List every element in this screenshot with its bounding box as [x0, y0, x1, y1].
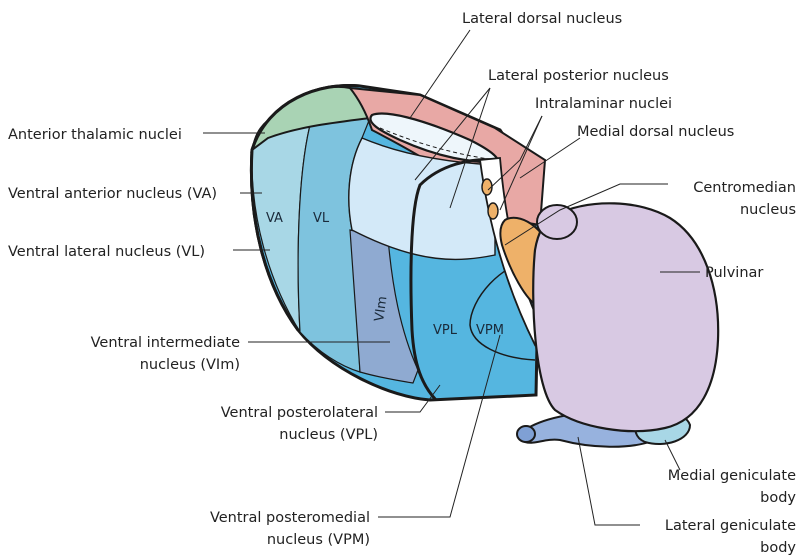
label-lateral-dorsal: Lateral dorsal nucleus — [462, 11, 622, 27]
label-vpl-1: Ventral posterolateral — [221, 405, 378, 421]
label-ventral-lateral: Ventral lateral nucleus (VL) — [8, 244, 205, 260]
intralaminar-oval-2 — [488, 203, 498, 219]
pulvinar-cap — [537, 205, 577, 239]
label-intralaminar: Intralaminar nuclei — [535, 96, 672, 112]
label-vim-2: nucleus (VIm) — [140, 357, 240, 373]
label-medial-dorsal: Medial dorsal nucleus — [577, 124, 734, 140]
label-lgb-1: Lateral geniculate — [665, 518, 796, 534]
label-mgb-2: body — [760, 490, 796, 506]
label-vim-1: Ventral intermediate — [91, 335, 240, 351]
abbr-vpm: VPM — [476, 323, 504, 338]
label-mgb-1: Medial geniculate — [668, 468, 796, 484]
label-vpm-1: Ventral posteromedial — [210, 510, 370, 526]
label-vpl-2: nucleus (VPL) — [279, 427, 378, 443]
label-anterior: Anterior thalamic nuclei — [8, 127, 182, 143]
label-ventral-anterior: Ventral anterior nucleus (VA) — [8, 186, 217, 202]
abbr-vl: VL — [313, 211, 330, 226]
abbr-vpl: VPL — [433, 323, 458, 338]
abbr-va: VA — [266, 211, 283, 226]
label-pulvinar: Pulvinar — [705, 265, 763, 281]
label-centromedian-1: Centromedian — [693, 180, 796, 196]
label-centromedian-2: nucleus — [740, 202, 796, 218]
lgb-end-cap — [517, 426, 535, 442]
label-lateral-posterior: Lateral posterior nucleus — [488, 68, 669, 84]
label-lgb-2: body — [760, 540, 796, 556]
label-vpm-2: nucleus (VPM) — [267, 532, 370, 548]
